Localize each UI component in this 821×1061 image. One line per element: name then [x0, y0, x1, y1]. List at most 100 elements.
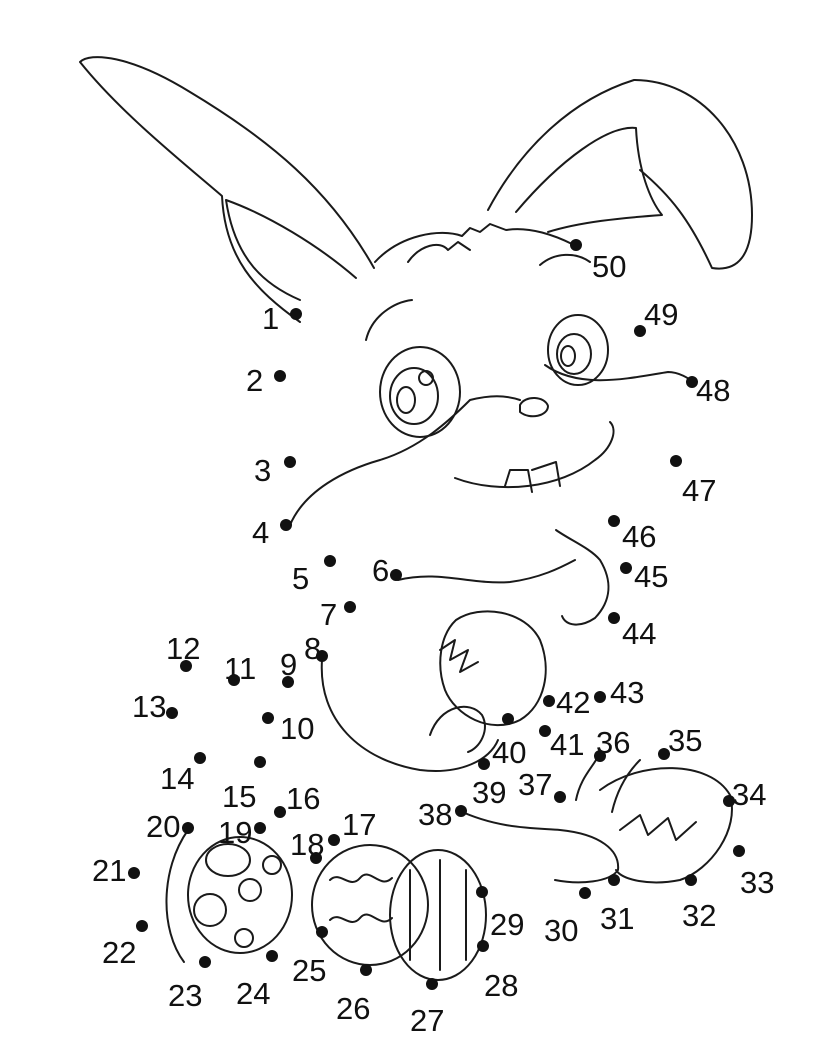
dot-label-33: 33 — [740, 865, 774, 900]
dot-14 — [194, 752, 206, 764]
dot-label-41: 41 — [550, 727, 584, 762]
egg-spot-4 — [262, 855, 282, 875]
dot-label-22: 22 — [102, 935, 136, 970]
dot-label-13: 13 — [132, 689, 166, 724]
dot-10 — [262, 712, 274, 724]
dot-label-26: 26 — [336, 991, 370, 1026]
dot-label-46: 46 — [622, 519, 656, 554]
dot-label-34: 34 — [732, 777, 766, 812]
dot-42 — [543, 695, 555, 707]
dot-40 — [502, 713, 514, 725]
dot-label-29: 29 — [490, 907, 524, 942]
dot-label-43: 43 — [610, 675, 644, 710]
egg-spot-5 — [234, 928, 254, 948]
dot-label-24: 24 — [236, 976, 270, 1011]
cheek-right — [544, 364, 695, 385]
dot-49 — [634, 325, 646, 337]
egg-spot-1 — [205, 843, 251, 877]
dot-18 — [310, 852, 322, 864]
held-egg — [439, 610, 547, 727]
left-eye-pupil — [396, 386, 416, 414]
dot-label-10: 10 — [280, 711, 314, 746]
dot-label-20: 20 — [146, 809, 180, 844]
dot-29 — [476, 886, 488, 898]
head-fur — [374, 223, 573, 263]
dot-6 — [390, 569, 402, 581]
egg-wave-left — [165, 829, 189, 963]
egg-right-stripes — [409, 859, 467, 971]
dot-label-35: 35 — [668, 723, 702, 758]
right-eye-outer — [547, 314, 609, 386]
dot-11 — [228, 674, 240, 686]
dot-label-45: 45 — [634, 559, 668, 594]
right-eye-iris — [556, 333, 592, 375]
left-ear-inner — [225, 199, 357, 301]
dot-label-11: 11 — [224, 651, 256, 686]
dot-19 — [254, 822, 266, 834]
dot-label-28: 28 — [484, 968, 518, 1003]
left-eye-iris — [389, 367, 439, 425]
dot-20 — [182, 822, 194, 834]
collar — [397, 559, 576, 584]
dot-label-4: 4 — [252, 515, 269, 550]
egg-middle — [311, 844, 429, 966]
dot-9 — [282, 676, 294, 688]
dot-34 — [723, 795, 735, 807]
teeth — [504, 461, 561, 493]
egg-far-right — [599, 767, 733, 884]
dot-label-30: 30 — [544, 913, 578, 948]
dot-2 — [274, 370, 286, 382]
head-fur-patch — [407, 241, 471, 263]
dot-3 — [284, 456, 296, 468]
egg-right-bottom — [389, 849, 487, 981]
dot-label-14: 14 — [160, 761, 194, 796]
dot-32 — [685, 874, 697, 886]
dot-15 — [254, 756, 266, 768]
dot-label-6: 6 — [372, 553, 389, 588]
right-ear — [487, 79, 753, 270]
dot-13 — [166, 707, 178, 719]
dot-label-3: 3 — [254, 453, 271, 488]
dot-27 — [426, 978, 438, 990]
dot-label-19: 19 — [218, 815, 252, 850]
dot-25 — [316, 926, 328, 938]
dot-label-37: 37 — [518, 767, 552, 802]
dot-label-5: 5 — [292, 561, 309, 596]
dot-16 — [274, 806, 286, 818]
dot-45 — [620, 562, 632, 574]
dot-label-9: 9 — [280, 647, 297, 682]
dot-label-39: 39 — [472, 775, 506, 810]
foot — [457, 809, 620, 884]
dot-46 — [608, 515, 620, 527]
dot-33 — [733, 845, 745, 857]
left-brow — [365, 299, 413, 341]
left-eye-shine — [418, 370, 434, 386]
dot-label-16: 16 — [286, 781, 320, 816]
dot-44 — [608, 612, 620, 624]
dot-41 — [539, 725, 551, 737]
dot-31 — [608, 874, 620, 886]
dot-47 — [670, 455, 682, 467]
dot-label-32: 32 — [682, 898, 716, 933]
dot-5 — [324, 555, 336, 567]
egg-spot-3 — [193, 893, 227, 927]
dot-37 — [554, 791, 566, 803]
dot-label-12: 12 — [166, 631, 200, 666]
arm-left — [320, 659, 499, 772]
dot-label-17: 17 — [342, 807, 376, 842]
right-eye-pupil — [560, 345, 576, 367]
dot-12 — [180, 660, 192, 672]
dot-35 — [658, 748, 670, 760]
egg-spot-2 — [238, 878, 262, 902]
dot-1 — [290, 308, 302, 320]
dot-label-50: 50 — [592, 249, 626, 284]
dot-label-23: 23 — [168, 978, 202, 1013]
dot-43 — [594, 691, 606, 703]
left-eye-outer — [379, 346, 461, 438]
grass — [575, 759, 641, 813]
dot-label-21: 21 — [92, 853, 126, 888]
dot-label-25: 25 — [292, 953, 326, 988]
dot-24 — [266, 950, 278, 962]
dot-23 — [199, 956, 211, 968]
